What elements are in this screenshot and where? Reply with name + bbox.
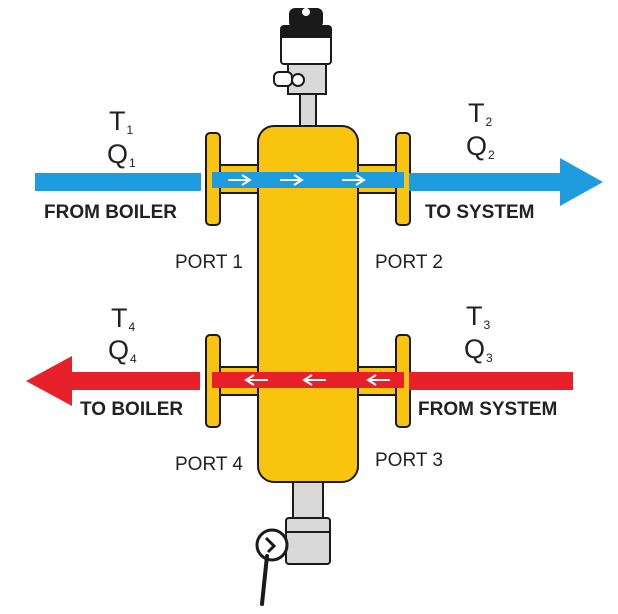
to-boiler-arrow	[26, 356, 200, 406]
port-1-label: PORT 1	[175, 252, 243, 273]
to-system-arrow	[409, 158, 603, 206]
port-4-label: PORT 4	[175, 454, 243, 475]
from-boiler-label: FROM BOILER	[44, 202, 177, 223]
from-system-pipe	[409, 372, 573, 390]
svg-text:T3: T3	[466, 301, 491, 332]
inlet-left-labels: T1 Q1 FROM BOILER	[44, 106, 177, 223]
to-system-label: TO SYSTEM	[425, 202, 534, 223]
inlet-right-labels: T3 Q3 FROM SYSTEM	[418, 301, 557, 420]
svg-text:T4: T4	[111, 303, 136, 334]
svg-text:T1: T1	[109, 106, 134, 137]
outlet-right-labels: T2 Q2 TO SYSTEM	[425, 98, 534, 223]
svg-text:Q2: Q2	[466, 131, 495, 162]
svg-text:Q3: Q3	[464, 334, 493, 365]
cold-flow-channel	[212, 172, 404, 188]
port-3-label: PORT 3	[375, 450, 443, 471]
drain-valve-icon	[255, 477, 331, 606]
hot-flow-channel	[212, 372, 404, 388]
air-vent-icon	[273, 8, 332, 133]
svg-text:Q4: Q4	[108, 335, 137, 366]
separator-body	[257, 125, 359, 483]
outlet-left-labels: T4 Q4 TO BOILER	[80, 303, 183, 420]
from-boiler-pipe	[35, 173, 201, 191]
port-2-label: PORT 2	[375, 252, 443, 273]
to-boiler-label: TO BOILER	[80, 399, 183, 420]
svg-text:Q1: Q1	[107, 139, 136, 170]
from-system-label: FROM SYSTEM	[418, 399, 557, 420]
svg-text:T2: T2	[468, 98, 493, 129]
